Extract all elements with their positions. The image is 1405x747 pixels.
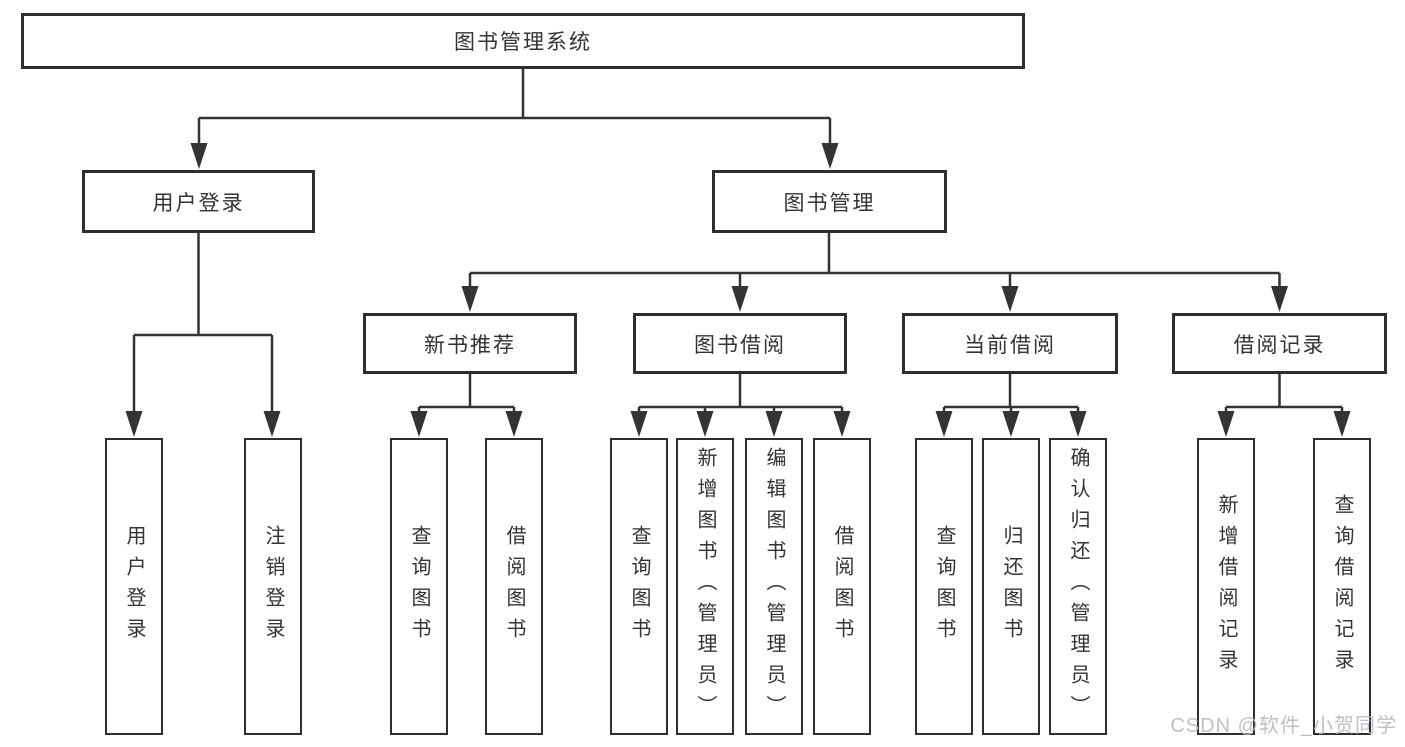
leaf-label: 新增图书（管理员） — [694, 447, 716, 726]
node-label: 借阅记录 — [1233, 333, 1326, 357]
arrowheads — [125, 143, 1351, 437]
connector-stems — [132, 69, 1344, 413]
arrow-down-icon — [696, 411, 714, 437]
leaf-label: 归还图书 — [1000, 524, 1022, 649]
leaf-label: 新增借阅记录 — [1215, 493, 1237, 680]
leaf-add-books-admin: 新增图书（管理员） — [676, 438, 734, 735]
leaf-query-borrow-record: 查询借阅记录 — [1313, 438, 1371, 735]
arrow-down-icon — [1002, 411, 1020, 437]
leaf-return-books: 归还图书 — [982, 438, 1040, 735]
leaf-query-books-borrowing: 查询图书 — [610, 438, 668, 735]
arrow-down-icon — [731, 286, 749, 312]
node-label: 图书管理系统 — [454, 31, 592, 54]
arrow-down-icon — [461, 286, 479, 312]
node-book-management: 图书管理 — [712, 170, 947, 233]
node-book-borrowing: 图书借阅 — [633, 313, 847, 374]
leaf-query-books-current: 查询图书 — [915, 438, 973, 735]
leaf-logout: 注销登录 — [244, 438, 302, 735]
arrow-down-icon — [190, 143, 208, 169]
leaf-label: 注销登录 — [262, 524, 284, 649]
arrow-down-icon — [263, 411, 281, 437]
node-label: 图书管理 — [783, 191, 876, 215]
arrow-down-icon — [1217, 411, 1235, 437]
leaf-add-borrow-record: 新增借阅记录 — [1197, 438, 1255, 735]
leaf-query-books-recommend: 查询图书 — [390, 438, 448, 735]
arrow-down-icon — [1333, 411, 1351, 437]
leaf-label: 借阅图书 — [831, 524, 853, 649]
node-user-login: 用户登录 — [82, 170, 315, 233]
leaf-user-login: 用户登录 — [105, 438, 163, 735]
arrow-down-icon — [505, 411, 523, 437]
node-current-borrowing: 当前借阅 — [902, 313, 1118, 374]
node-library-management-system: 图书管理系统 — [21, 13, 1025, 69]
node-new-book-recommendation: 新书推荐 — [363, 313, 577, 374]
arrow-down-icon — [410, 411, 428, 437]
arrow-down-icon — [1001, 286, 1019, 312]
leaf-label: 编辑图书（管理员） — [763, 447, 785, 726]
csdn-watermark: CSDN @软件_小贺同学 — [1170, 715, 1397, 737]
node-borrowing-records: 借阅记录 — [1172, 313, 1387, 374]
leaf-label: 查询图书 — [628, 524, 650, 649]
arrow-down-icon — [630, 411, 648, 437]
arrow-down-icon — [765, 411, 783, 437]
leaf-label: 借阅图书 — [503, 524, 525, 649]
leaf-edit-books-admin: 编辑图书（管理员） — [745, 438, 803, 735]
arrow-down-icon — [125, 411, 143, 437]
leaf-label: 查询借阅记录 — [1331, 493, 1353, 680]
node-label: 图书借阅 — [694, 333, 786, 357]
arrow-down-icon — [821, 143, 839, 169]
node-label: 当前借阅 — [964, 333, 1056, 357]
leaf-borrow-books-recommend: 借阅图书 — [485, 438, 543, 735]
leaf-label: 查询图书 — [408, 524, 430, 649]
arrow-down-icon — [833, 411, 851, 437]
node-label: 新书推荐 — [424, 333, 516, 357]
node-label: 用户登录 — [152, 191, 245, 215]
leaf-confirm-return-admin: 确认归还（管理员） — [1049, 438, 1107, 735]
leaf-label: 用户登录 — [123, 524, 145, 649]
leaf-label: 查询图书 — [933, 524, 955, 649]
arrow-down-icon — [1069, 411, 1087, 437]
arrow-down-icon — [1271, 286, 1288, 312]
arrow-down-icon — [935, 411, 953, 437]
leaf-label: 确认归还（管理员） — [1067, 447, 1089, 726]
leaf-borrow-books: 借阅图书 — [813, 438, 871, 735]
